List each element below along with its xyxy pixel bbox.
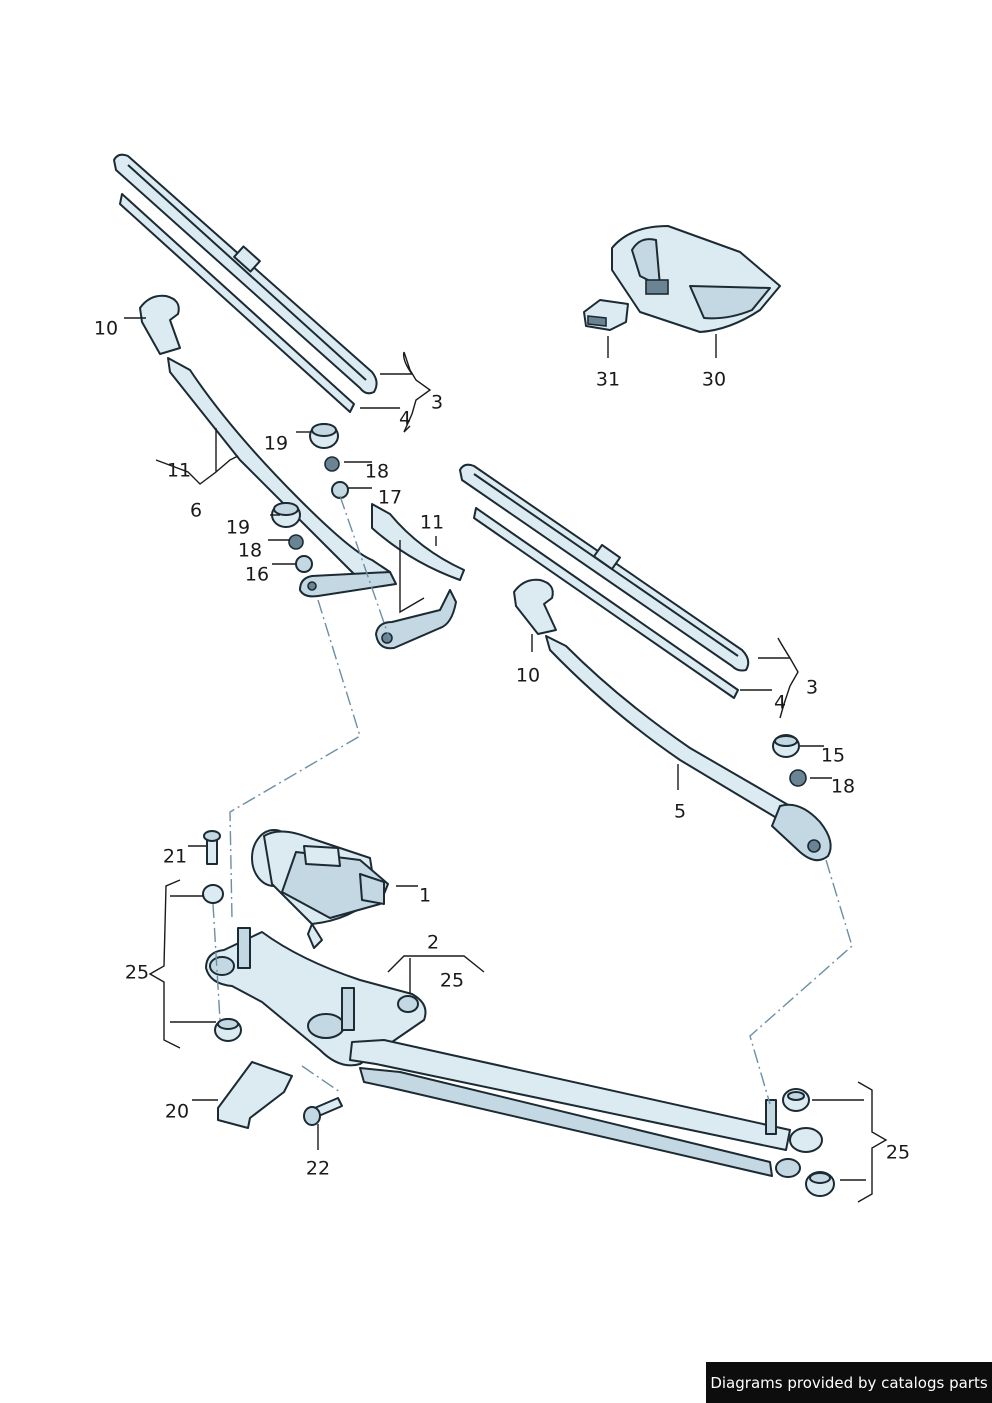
left-arm-insert xyxy=(371,503,465,650)
callout-5: 5 xyxy=(673,800,687,823)
caps-and-nuts-right xyxy=(772,734,807,787)
callout-17: 17 xyxy=(377,486,403,509)
callout-22: 22 xyxy=(305,1157,331,1180)
mounting-grommets xyxy=(202,884,835,1197)
callout-6: 6 xyxy=(189,499,203,522)
callout-4-left: 4 xyxy=(398,407,412,430)
callout-18-a: 18 xyxy=(364,460,390,483)
right-wiper-cap xyxy=(513,578,557,635)
mounting-bolts xyxy=(203,830,343,1126)
sensor-connector xyxy=(583,299,629,331)
right-wiper-refill xyxy=(473,507,739,699)
left-wiper-arm xyxy=(167,357,397,598)
callout-21: 21 xyxy=(162,845,188,868)
callout-30: 30 xyxy=(701,368,727,391)
callout-10-left: 10 xyxy=(93,317,119,340)
callout-18-c: 18 xyxy=(830,775,856,798)
mounting-bracket xyxy=(217,1061,293,1129)
callout-16: 16 xyxy=(244,563,270,586)
wiper-linkage-frame xyxy=(205,927,823,1178)
assembly-lines xyxy=(212,495,853,1105)
callout-11-right: 11 xyxy=(419,511,445,534)
left-wiper-blade xyxy=(113,153,378,395)
callout-10-right: 10 xyxy=(515,664,541,687)
callout-2: 2 xyxy=(426,931,440,954)
callout-25-right: 25 xyxy=(885,1141,911,1164)
caps-and-nuts-left xyxy=(271,423,349,573)
right-wiper-blade xyxy=(459,463,750,672)
callout-25-middle: 25 xyxy=(439,969,465,992)
callout-19-a: 19 xyxy=(263,432,289,455)
callout-11-left: 11 xyxy=(166,459,192,482)
left-wiper-cap xyxy=(139,294,181,355)
attribution-footer: Diagrams provided by catalogs parts xyxy=(706,1362,992,1403)
leader-lines xyxy=(124,317,888,1203)
callout-3-right: 3 xyxy=(805,676,819,699)
right-wiper-arm xyxy=(545,635,832,862)
callout-19-b: 19 xyxy=(225,516,251,539)
left-wiper-refill xyxy=(119,193,355,413)
callout-31: 31 xyxy=(595,368,621,391)
callout-4-right: 4 xyxy=(773,691,787,714)
callout-25-left: 25 xyxy=(124,961,150,984)
callout-1: 1 xyxy=(418,884,432,907)
rain-sensor-module xyxy=(611,225,781,333)
callout-20: 20 xyxy=(164,1100,190,1123)
callout-18-b: 18 xyxy=(237,539,263,562)
callout-3-left: 3 xyxy=(430,391,444,414)
callout-15: 15 xyxy=(820,744,846,767)
wiper-motor xyxy=(251,829,389,949)
